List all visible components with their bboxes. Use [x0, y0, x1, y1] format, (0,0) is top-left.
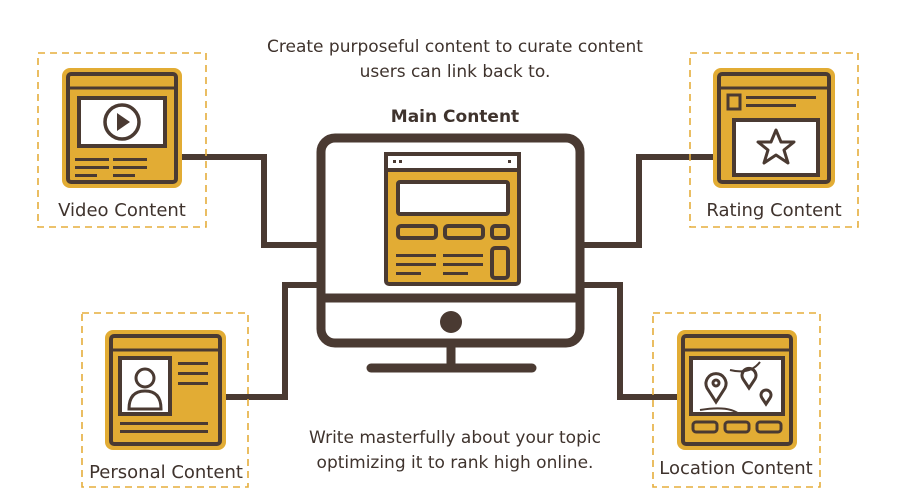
main-content-title: Main Content	[391, 107, 519, 127]
node-personal-content: Personal Content	[81, 312, 249, 488]
rating-content-label: Rating Content	[706, 200, 841, 221]
node-location-content: Location Content	[652, 312, 821, 488]
star-icon	[756, 128, 796, 165]
bottom-caption-line-1: Write masterfully about your topic	[309, 428, 601, 448]
main-browser-window-icon	[384, 152, 521, 286]
location-content-label: Location Content	[659, 458, 812, 479]
play-icon	[103, 103, 141, 141]
bottom-caption-line-2: optimizing it to rank high online.	[317, 453, 594, 473]
connector-lines	[182, 154, 713, 400]
top-caption-line-1: Create purposeful content to curate cont…	[267, 37, 643, 57]
video-content-label: Video Content	[58, 200, 186, 221]
top-caption-line-2: users can link back to.	[360, 62, 551, 82]
monitor-icon	[316, 133, 585, 373]
personal-content-label: Personal Content	[89, 462, 243, 483]
node-rating-content: Rating Content	[689, 52, 859, 228]
node-video-content: Video Content	[37, 52, 207, 228]
user-icon	[127, 367, 163, 411]
map-pin-icon	[699, 361, 773, 416]
